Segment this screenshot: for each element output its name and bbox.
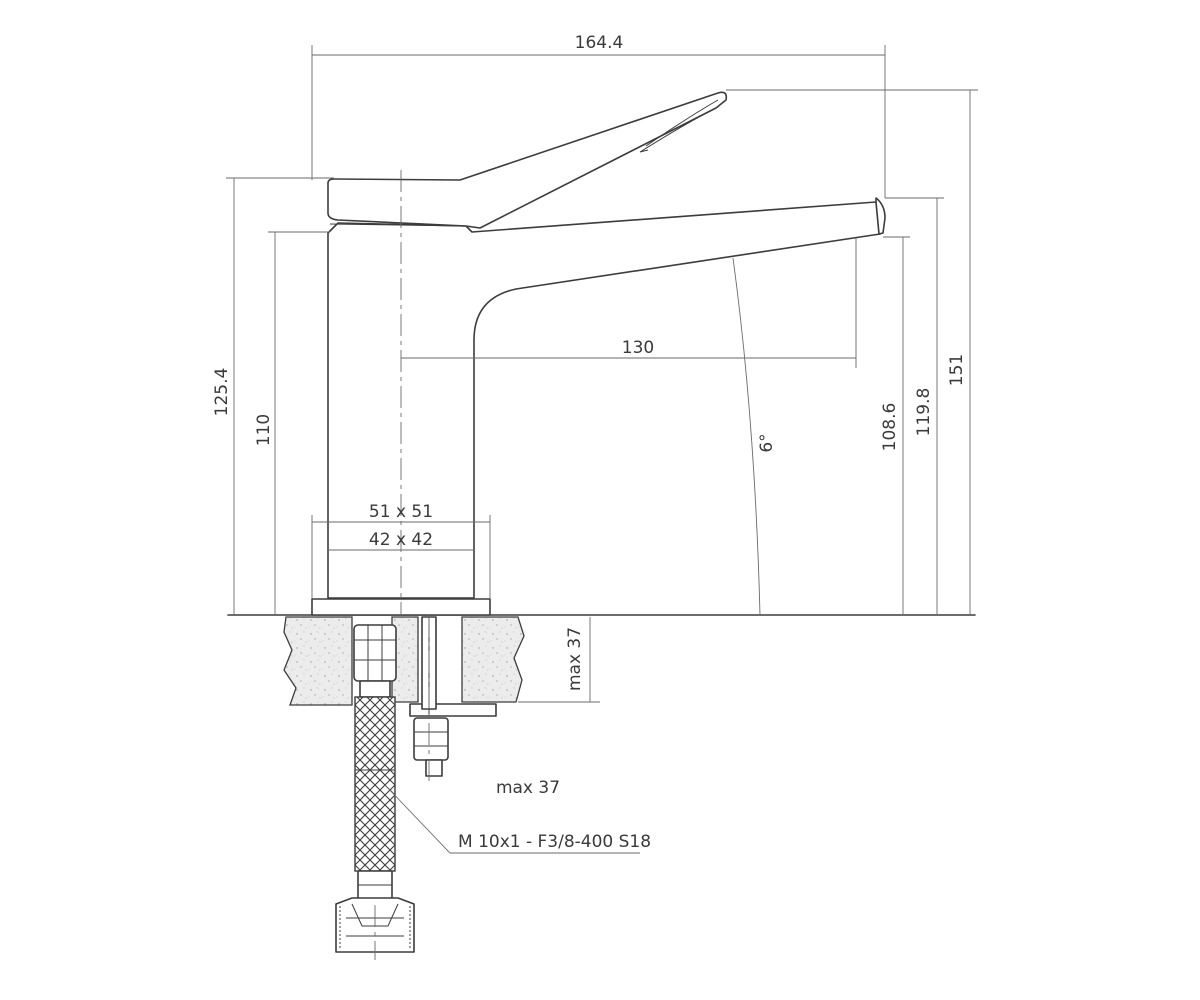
label-hose-spec: M 10x1 - F3/8-400 S18 xyxy=(458,832,651,852)
label-angle: 6° xyxy=(757,433,777,452)
rod-end xyxy=(425,759,443,777)
faucet xyxy=(311,91,886,616)
mounting-nut xyxy=(413,717,449,761)
body-collar-line xyxy=(329,223,467,227)
label-height-outlet: 108.6 xyxy=(880,403,900,452)
label-base-inner: 42 x 42 xyxy=(369,530,433,550)
countertop-left-section xyxy=(283,616,353,706)
lever-bevel xyxy=(645,99,719,147)
hose-connector-nut xyxy=(353,624,397,682)
lever-handle xyxy=(327,91,728,229)
supply-hose xyxy=(335,624,415,960)
dimension-lines xyxy=(226,45,978,854)
dimension-labels: 164.4 130 125.4 110 151 119.8 108.6 6° 5… xyxy=(212,33,967,852)
label-height-handle: 125.4 xyxy=(212,368,232,417)
label-spout-reach: 130 xyxy=(622,338,654,358)
label-total-length: 164.4 xyxy=(575,33,624,53)
label-height-total: 151 xyxy=(947,354,967,386)
label-max-thickness-vertical: max 37 xyxy=(565,627,585,691)
label-base-outer: 51 x 51 xyxy=(369,502,433,522)
mounting-hardware xyxy=(409,616,497,777)
label-height-spout-top: 119.8 xyxy=(914,388,934,437)
hose-braid xyxy=(354,696,396,872)
spout-tip xyxy=(875,197,886,235)
countertop xyxy=(227,614,976,706)
countertop-right-section xyxy=(461,616,525,703)
label-height-body: 110 xyxy=(254,414,274,446)
lever-underside xyxy=(639,107,717,153)
faucet-body xyxy=(327,201,881,599)
label-max-thickness: max 37 xyxy=(496,778,560,798)
